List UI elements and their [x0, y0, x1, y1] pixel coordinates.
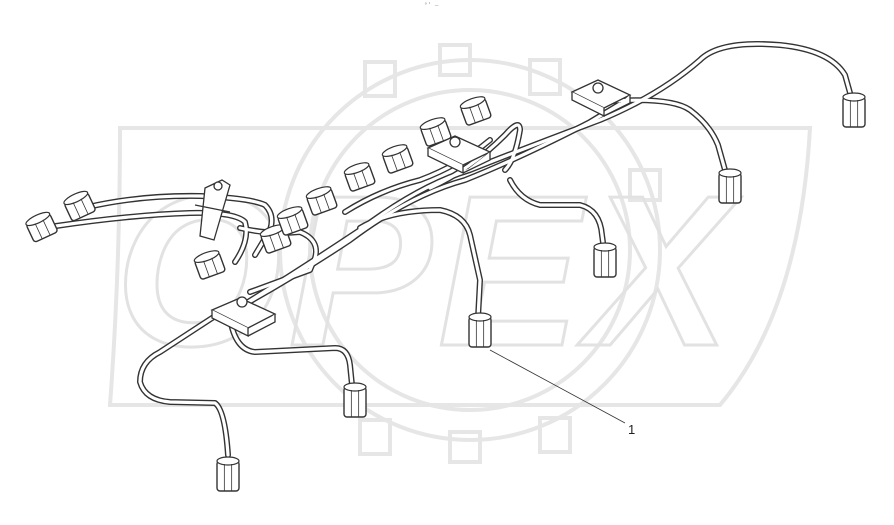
pipe-clamps	[194, 79, 632, 338]
hex-nut-fitting-icon	[193, 250, 226, 280]
hex-nut-fitting-icon	[842, 92, 866, 128]
hex-nut-fitting-icon	[305, 186, 338, 216]
gear-watermark-icon	[278, 43, 662, 464]
hex-nut-fitting-icon	[718, 168, 742, 204]
hex-nut-fitting-icon	[593, 242, 617, 278]
hex-nut-fitting-icon	[468, 312, 492, 348]
nut-fittings	[25, 92, 866, 492]
callout-leader	[489, 349, 626, 424]
hex-nut-fitting-icon	[276, 206, 309, 236]
watermark-panel	[107, 126, 813, 407]
callout-label-1: 1	[628, 422, 636, 437]
hex-nut-fitting-icon	[343, 382, 367, 418]
pipe-clamp-bracket-icon	[570, 79, 632, 118]
pipe-clamp-bracket-icon	[194, 179, 231, 241]
hex-nut-fitting-icon	[381, 144, 414, 174]
pipe-clamp-bracket-icon	[210, 296, 277, 338]
hex-nut-fitting-icon	[25, 211, 58, 243]
hex-nut-fitting-icon	[216, 456, 240, 492]
hex-nut-fitting-icon	[63, 190, 96, 222]
hex-nut-fitting-icon	[343, 162, 376, 192]
top-mark: °‘ —	[424, 2, 439, 9]
pipe-clamp-bracket-icon	[426, 135, 492, 175]
hex-nut-fitting-icon	[459, 96, 492, 126]
